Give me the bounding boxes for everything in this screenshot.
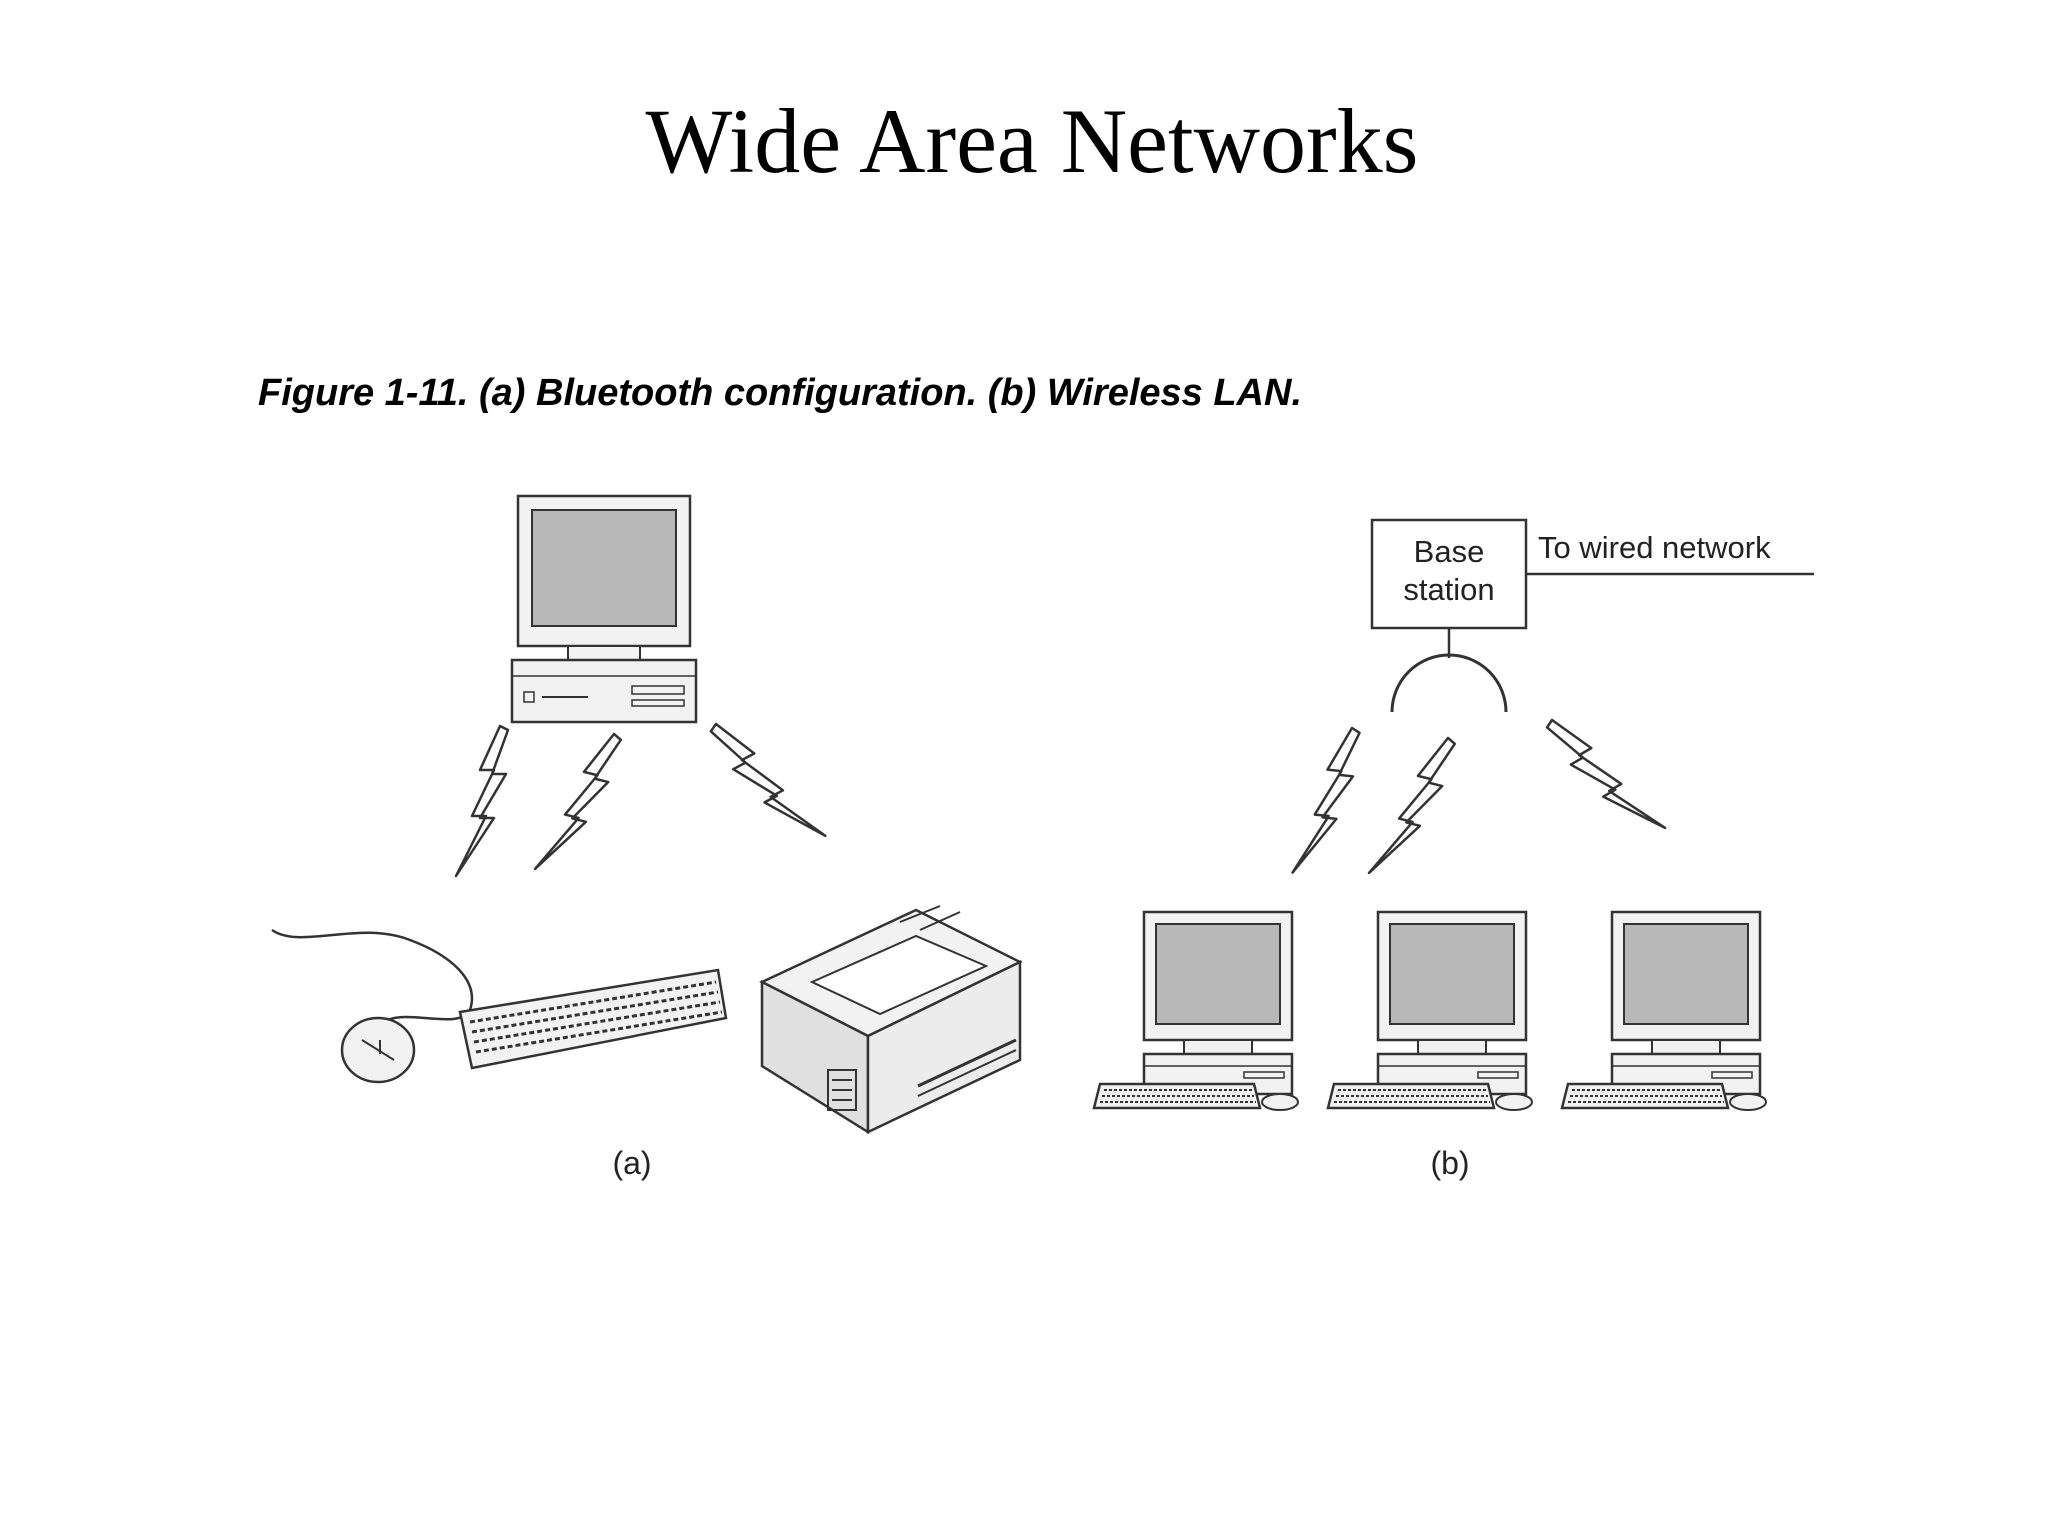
master-computer-icon bbox=[510, 494, 698, 724]
workstation-icon bbox=[1092, 910, 1300, 1112]
printer-icon bbox=[759, 905, 1023, 1135]
workstation-icon bbox=[1326, 910, 1534, 1112]
lightning-bolt-icon bbox=[1367, 726, 1458, 887]
wired-network-label: To wired network bbox=[1538, 530, 1771, 565]
figure-caption: Figure 1-11. (a) Bluetooth configuration… bbox=[258, 372, 1302, 414]
panel-b-label: (b) bbox=[1430, 1145, 1469, 1181]
slide-title: Wide Area Networks bbox=[645, 90, 1419, 192]
bluetooth-panel: (a) bbox=[271, 494, 1023, 1181]
keyboard-icon bbox=[458, 968, 728, 1070]
mouse-icon bbox=[271, 928, 474, 1084]
base-station-box bbox=[1370, 518, 1528, 630]
lightning-bolt-icon bbox=[454, 724, 510, 878]
lightning-bolt-icon bbox=[1543, 696, 1667, 856]
panel-a-label: (a) bbox=[612, 1145, 651, 1181]
lightning-bolt-icon bbox=[707, 702, 827, 862]
antenna-icon bbox=[1390, 628, 1508, 713]
wireless-lan-panel: Base station To wired network (b) bbox=[1092, 518, 1814, 1181]
base-station-label-line1: Base bbox=[1414, 534, 1485, 569]
workstation-icon bbox=[1560, 910, 1768, 1112]
lightning-bolt-icon bbox=[533, 722, 624, 883]
base-station-label-line2: station bbox=[1403, 572, 1494, 607]
lightning-bolt-icon bbox=[1291, 722, 1362, 880]
